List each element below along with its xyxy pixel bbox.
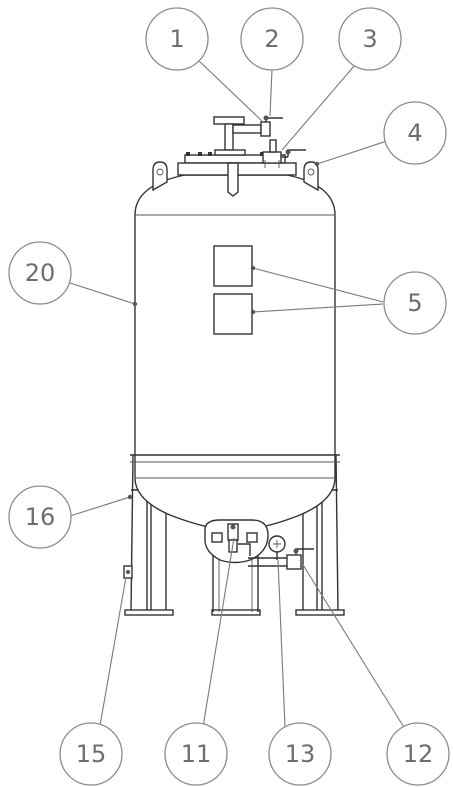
leader-lines	[69, 57, 406, 738]
nameplate-upper	[213, 245, 253, 287]
callout-1-label: 1	[169, 25, 184, 53]
callout-16-label: 16	[25, 503, 56, 531]
callout-2-label: 2	[264, 25, 279, 53]
vessel	[130, 174, 340, 531]
callout-15: 15	[59, 722, 123, 786]
nameplate-lower	[213, 293, 253, 335]
callout-12-label: 12	[403, 740, 434, 768]
callout-11-label: 11	[181, 740, 212, 768]
callout-2: 2	[240, 7, 304, 71]
callout-5-label: 5	[407, 289, 422, 317]
callout-20-label: 20	[25, 259, 56, 287]
callout-bubbles: 1 2 3 4 5 20 16 15	[8, 7, 450, 786]
dip-pipe	[213, 116, 246, 197]
support-legs	[124, 454, 345, 616]
callout-20: 20	[8, 241, 72, 305]
callout-3: 3	[338, 7, 402, 71]
callout-12: 12	[386, 722, 450, 786]
callout-4: 4	[383, 101, 447, 165]
callout-15-label: 15	[76, 740, 107, 768]
callout-3-label: 3	[362, 25, 377, 53]
pressure-gauge	[268, 535, 286, 560]
callout-13: 13	[268, 722, 332, 786]
callout-13-label: 13	[285, 740, 316, 768]
vent-valve	[262, 139, 306, 168]
earth-lug	[123, 565, 133, 579]
callout-4-label: 4	[407, 119, 422, 147]
callout-11: 11	[164, 722, 228, 786]
callout-1: 1	[145, 7, 209, 71]
lifting-lugs	[152, 161, 319, 192]
callout-5: 5	[383, 271, 447, 335]
callout-16: 16	[8, 485, 72, 549]
top-ball-valve	[232, 115, 283, 137]
leader-dots	[127, 161, 320, 500]
tank-drawing	[123, 115, 345, 616]
